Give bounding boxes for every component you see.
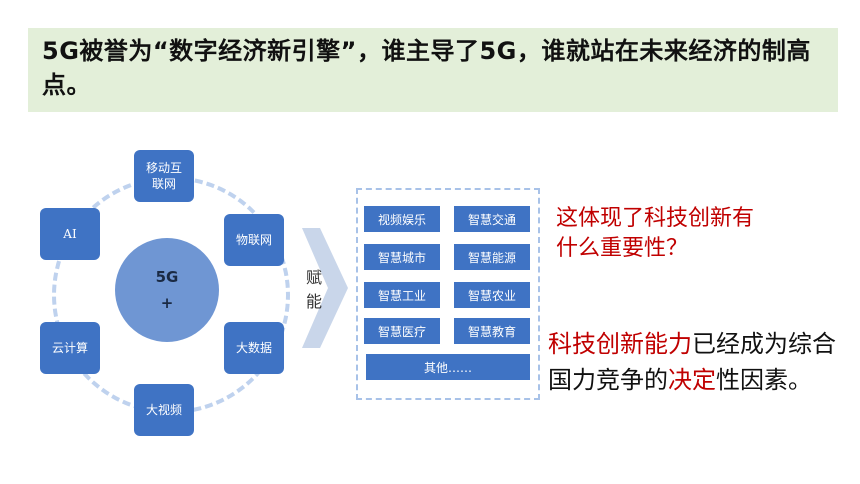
node-label: AI [63,227,77,241]
node-iot: 物联网 [224,214,284,266]
node-big-data: 大数据 [224,322,284,374]
title-banner: 5G被誉为“数字经济新引擎”，谁主导了5G，谁就站在未来经济的制高点。 [28,28,838,112]
center-label-plus: + [160,294,174,312]
question-line-1: 这体现了科技创新有 [556,206,755,231]
arrow-right-icon [302,228,348,348]
question-line-2: 什么重要性？ [556,236,689,261]
app-cell: 智慧交通 [454,206,530,232]
answer-highlight-2: 决定 [668,366,716,394]
arrow-label: 赋能 [306,268,323,311]
center-5g-circle: 5G + [115,238,219,342]
app-cell: 视频娱乐 [364,206,440,232]
node-label: 物联网 [235,233,272,247]
app-cell: 智慧工业 [364,282,440,308]
page-title: 5G被誉为“数字经济新引擎”，谁主导了5G，谁就站在未来经济的制高点。 [42,37,811,99]
node-cloud-computing: 云计算 [40,322,100,374]
answer-segment-4: 性因素。 [716,366,812,394]
node-ai: AI [40,208,100,260]
app-cell: 智慧城市 [364,244,440,270]
center-label-5g: 5G [155,268,179,286]
answer-highlight-1: 科技创新能力 [548,330,692,358]
node-mobile-internet: 移动互联网 [134,150,194,202]
app-cell: 智慧能源 [454,244,530,270]
app-cell-other: 其他…… [366,354,530,380]
node-video: 大视频 [134,384,194,436]
node-label: 大视频 [145,403,182,417]
node-label: 移动互联网 [145,161,182,191]
answer-text: 科技创新能力已经成为综合国力竞争的决定性因素。 [548,326,848,398]
node-label: 大数据 [235,341,272,355]
applications-panel [356,188,540,400]
answer-segment-2: 已经成为综合国力竞争的 [548,330,836,394]
node-label: 云计算 [51,341,88,355]
question-text: 这体现了科技创新有 什么重要性？ [556,204,754,264]
app-cell: 智慧农业 [454,282,530,308]
app-cell: 智慧教育 [454,318,530,344]
app-cell: 智慧医疗 [364,318,440,344]
